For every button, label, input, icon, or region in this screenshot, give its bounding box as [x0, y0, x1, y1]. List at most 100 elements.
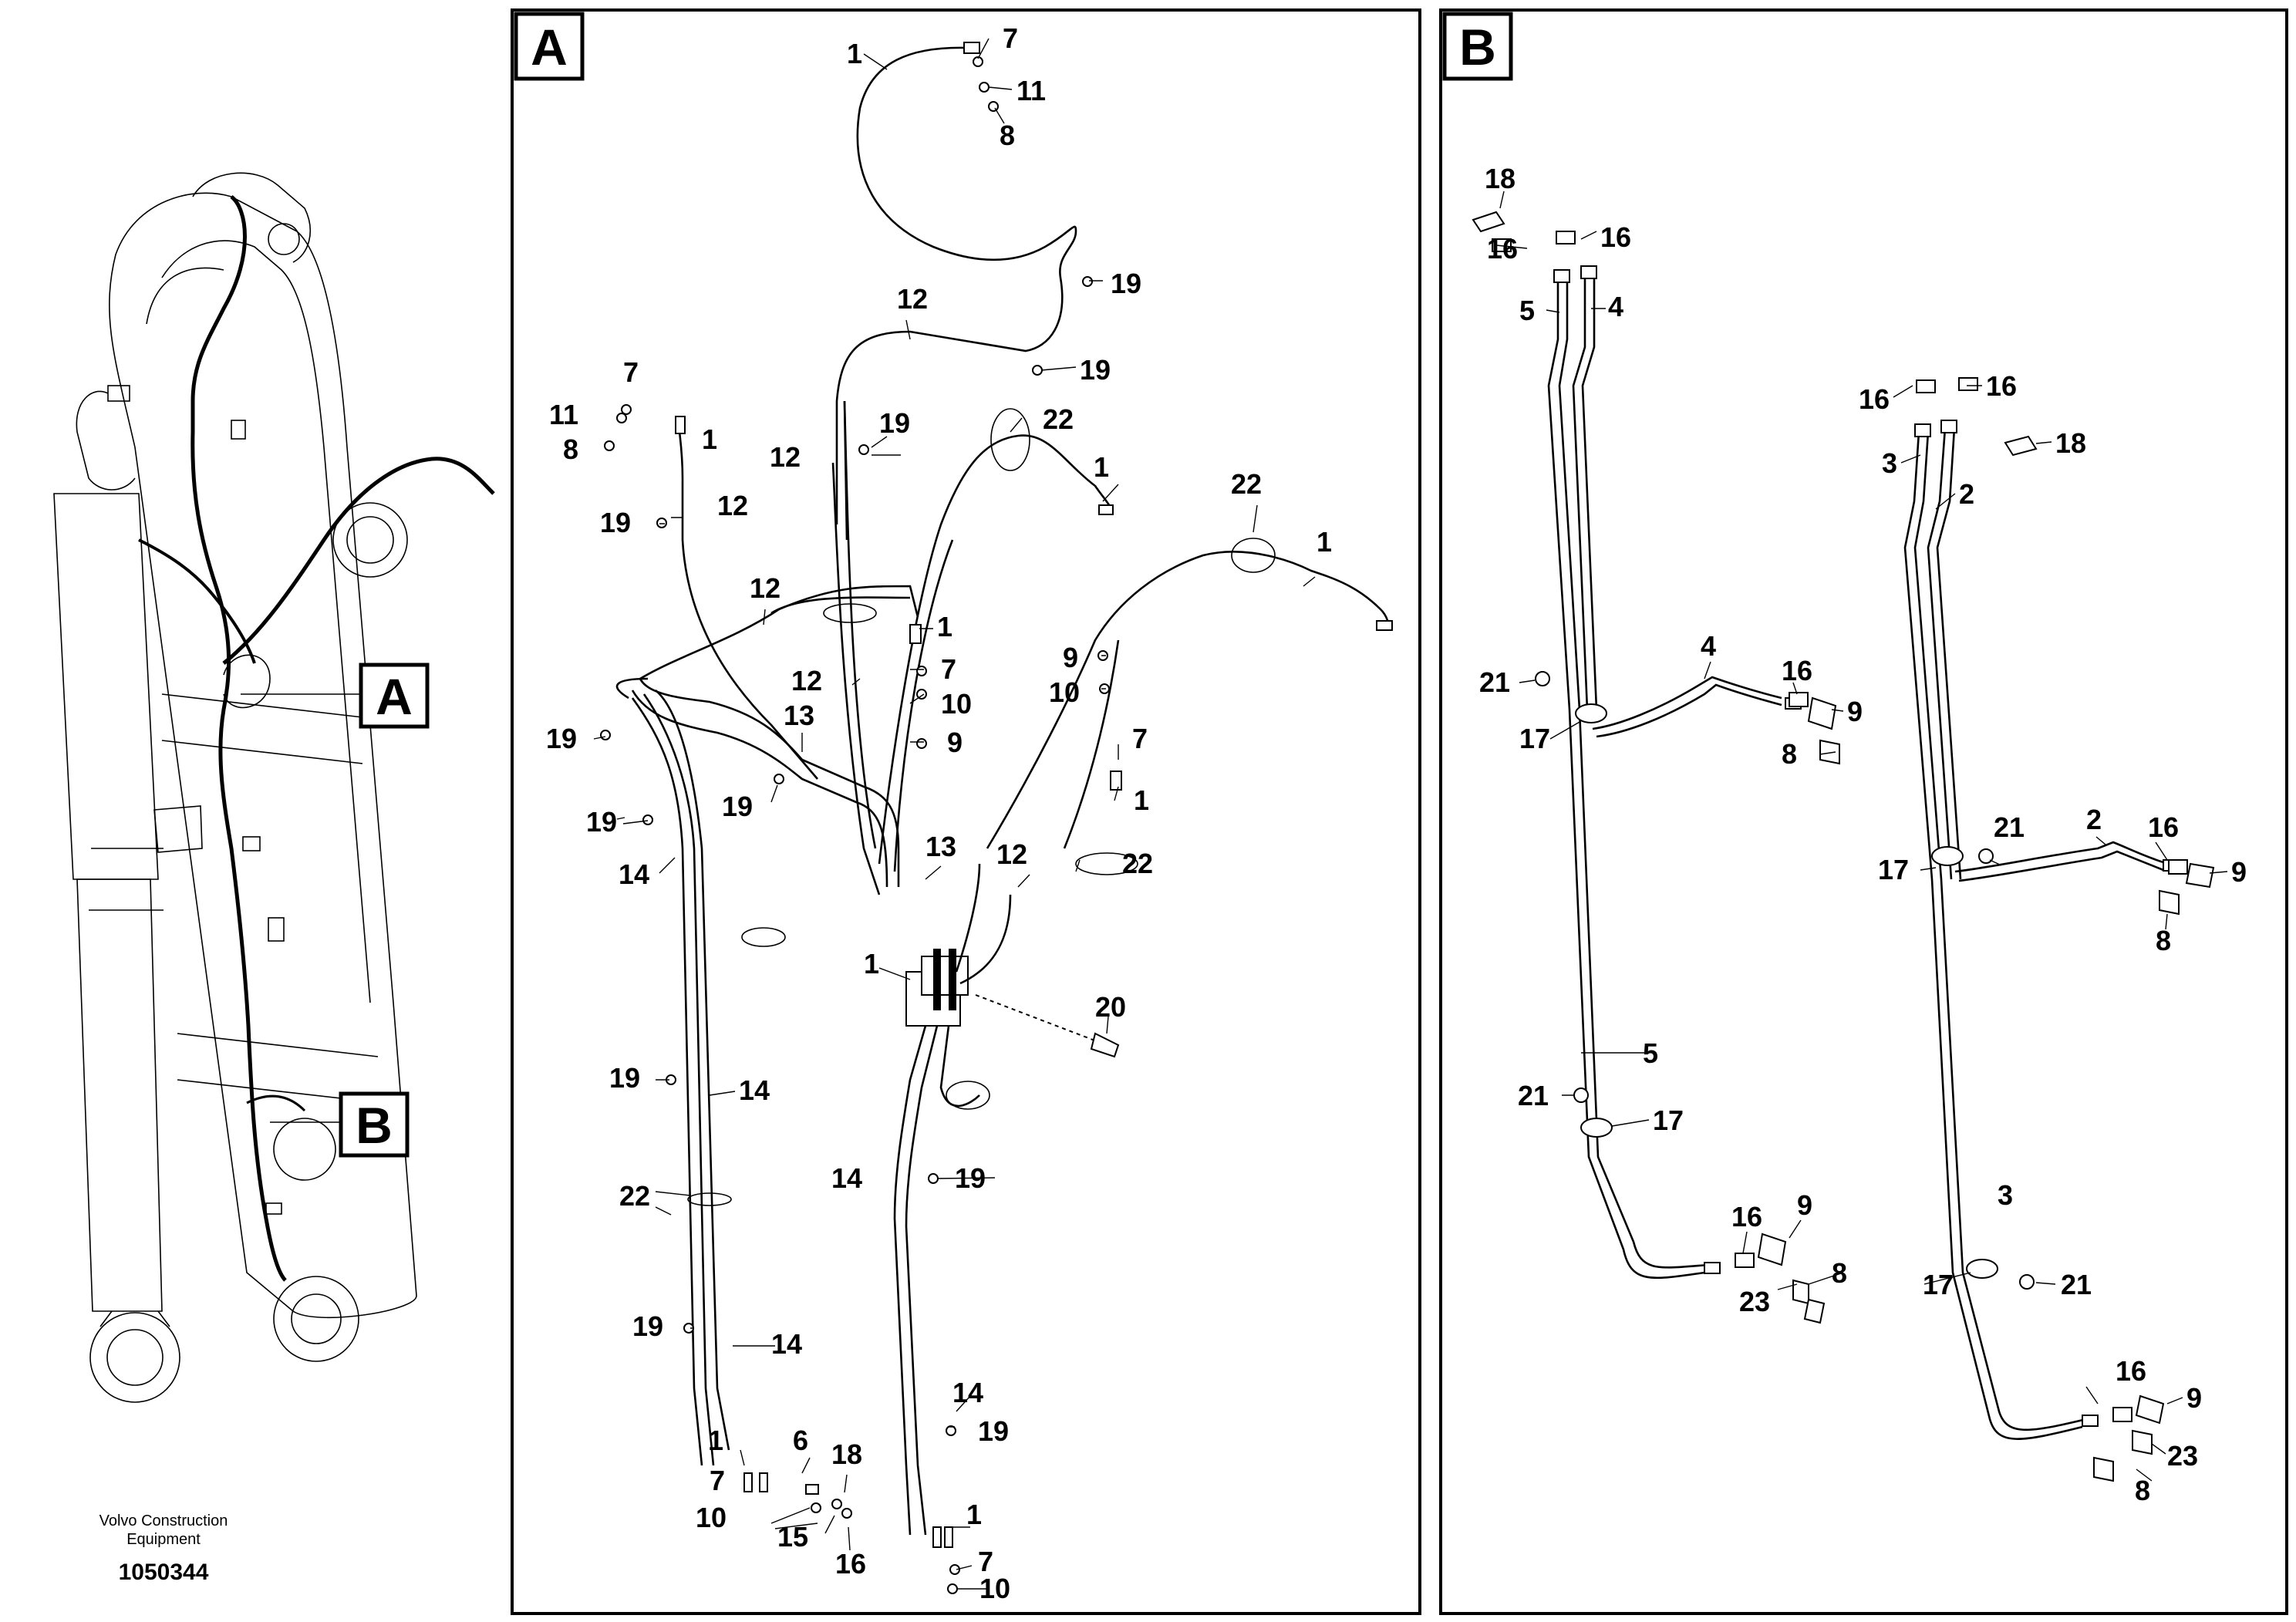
- company-line-2: Equipment: [126, 1531, 201, 1548]
- part-label: 9: [1063, 642, 1078, 673]
- part-label: 16: [2116, 1355, 2146, 1387]
- panel-a: A: [511, 8, 1421, 1615]
- part-label: 7: [710, 1465, 725, 1496]
- panel-b: B: [1439, 8, 2288, 1615]
- part-label: 12: [770, 441, 801, 473]
- part-label: 22: [619, 1180, 650, 1212]
- part-label: 1: [702, 423, 717, 455]
- part-label: 15: [777, 1521, 808, 1553]
- part-label: 8: [1782, 738, 1797, 770]
- part-label: 12: [717, 490, 748, 521]
- part-label: 16: [1600, 221, 1631, 253]
- part-label: 16: [1986, 370, 2017, 402]
- part-label: 21: [2061, 1269, 2092, 1300]
- part-label: 17: [1923, 1269, 1954, 1300]
- part-label: 18: [831, 1438, 862, 1470]
- svg-text:B: B: [356, 1097, 393, 1154]
- part-label: 18: [1485, 163, 1515, 194]
- part-label: 19: [1080, 354, 1111, 386]
- panel-b-tag-text: B: [1459, 19, 1496, 76]
- part-label: 11: [549, 399, 578, 430]
- part-label: 8: [2135, 1475, 2150, 1506]
- part-label: 13: [784, 700, 814, 731]
- part-label: 19: [1111, 268, 1141, 299]
- part-label: 1: [937, 611, 952, 642]
- company-line-1: Volvo Construction: [99, 1512, 228, 1529]
- panel-a-tag: [514, 12, 585, 81]
- part-label: 16: [1487, 233, 1518, 265]
- part-label: 5: [1519, 295, 1535, 326]
- part-label: 23: [1739, 1286, 1770, 1317]
- panel-b-pipes: [1472, 211, 2215, 1482]
- part-label: 9: [947, 727, 963, 758]
- part-label: 8: [1000, 120, 1015, 151]
- part-label: 14: [739, 1074, 770, 1106]
- part-label: 7: [1003, 22, 1018, 54]
- svg-text:A: A: [376, 668, 413, 725]
- part-label: 1: [1094, 451, 1109, 483]
- part-label: 14: [831, 1162, 862, 1194]
- part-label: 13: [925, 831, 956, 862]
- part-label: 19: [722, 791, 753, 822]
- part-label: 17: [1878, 854, 1909, 885]
- part-label: 19: [546, 723, 577, 754]
- part-label: 19: [632, 1310, 663, 1342]
- panel-b-leaders: [1495, 191, 2228, 1482]
- part-label: 23: [2167, 1440, 2198, 1472]
- part-label: 1: [708, 1425, 723, 1456]
- part-label: 10: [696, 1502, 727, 1533]
- part-label: 10: [1049, 676, 1080, 708]
- panel-b-labels: 18 16 16 5 4 16 16 3 2 18 21 4 16 9 17 8…: [1479, 163, 2247, 1506]
- part-label: 19: [586, 806, 617, 838]
- part-label: 10: [979, 1573, 1010, 1604]
- part-label: 17: [1653, 1104, 1684, 1136]
- part-label: 1: [1134, 784, 1149, 816]
- part-label: 20: [1095, 991, 1126, 1023]
- part-label: 21: [1994, 811, 2025, 843]
- part-label: 21: [1518, 1080, 1549, 1111]
- part-label: 19: [609, 1062, 640, 1094]
- part-label: 12: [897, 283, 928, 315]
- part-label: 9: [1847, 696, 1863, 727]
- part-label: 18: [2055, 427, 2086, 459]
- part-label: 22: [1043, 403, 1074, 435]
- part-label: 2: [1959, 478, 1974, 510]
- part-label: 8: [2156, 925, 2171, 956]
- part-label: 14: [952, 1377, 983, 1408]
- part-label: 21: [1479, 666, 1510, 698]
- part-label: 9: [1797, 1189, 1812, 1221]
- part-label: 10: [941, 688, 972, 720]
- panel-a-tag-text: A: [531, 19, 568, 76]
- part-label: 16: [835, 1548, 866, 1580]
- callout-b[interactable]: B: [270, 1091, 410, 1158]
- part-label: 14: [619, 858, 649, 890]
- part-label: 8: [563, 433, 578, 465]
- panel-b-tag: [1442, 12, 1513, 81]
- part-label: 1: [847, 38, 862, 69]
- part-label: 19: [978, 1415, 1009, 1447]
- part-label: 7: [941, 653, 956, 685]
- part-label: 22: [1122, 848, 1153, 879]
- part-label: 1: [864, 948, 879, 980]
- part-label: 4: [1608, 291, 1623, 322]
- part-label: 3: [1998, 1179, 2013, 1211]
- part-label: 17: [1519, 723, 1550, 754]
- part-label: 3: [1882, 447, 1897, 479]
- part-label: 4: [1701, 630, 1716, 662]
- part-label: 16: [1782, 655, 1812, 686]
- part-label: 19: [879, 407, 910, 439]
- callout-a[interactable]: A: [241, 663, 430, 729]
- part-label: 11: [1017, 75, 1046, 106]
- part-label: 8: [1832, 1257, 1847, 1289]
- part-label: 2: [2086, 804, 2102, 835]
- part-label: 16: [1731, 1201, 1762, 1233]
- part-label: 16: [2148, 811, 2179, 843]
- part-label: 12: [996, 838, 1027, 870]
- part-label: 6: [793, 1425, 808, 1456]
- panel-b-frame: [1439, 8, 2288, 1615]
- part-label: 9: [2231, 856, 2247, 888]
- drawing-number: 1050344: [119, 1560, 209, 1585]
- part-label: 9: [2186, 1382, 2202, 1414]
- part-label: 19: [600, 507, 631, 538]
